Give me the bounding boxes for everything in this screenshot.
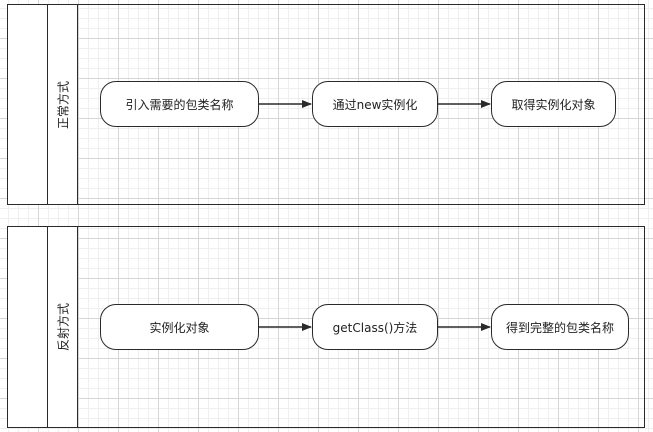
node-full-class-name[interactable]: 得到完整的包类名称 [491,304,629,350]
node-instance-object[interactable]: 实例化对象 [100,304,259,350]
swimlane-normal: 正常方式 [7,4,645,205]
lane-header [8,5,48,204]
node-import-package[interactable]: 引入需要的包类名称 [100,81,259,127]
lane-title-cell: 正常方式 [48,5,78,204]
node-new-instance[interactable]: 通过new实例化 [312,81,438,127]
lane-header [8,227,48,427]
lane-title-cell: 反射方式 [48,227,78,427]
lane-title: 正常方式 [56,80,70,129]
node-getclass-method[interactable]: getClass()方法 [312,304,438,350]
swimlane-reflection: 反射方式 [7,226,645,428]
lane-title: 反射方式 [56,302,70,352]
node-get-object[interactable]: 取得实例化对象 [491,81,616,127]
